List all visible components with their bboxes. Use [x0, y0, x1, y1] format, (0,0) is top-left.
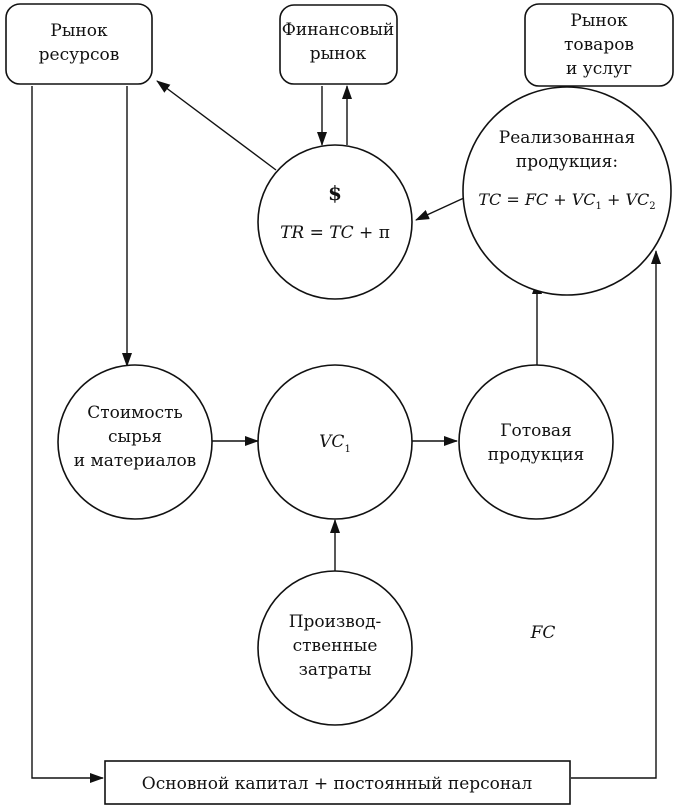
raw-materials-line3: и материалов — [74, 451, 197, 471]
financial-market-line2: рынок — [310, 44, 367, 64]
fixed-capital-label: Основной капитал + постоянный персонал — [142, 774, 533, 794]
fc-label: FC — [530, 623, 556, 643]
goods-market-box: Рынок товаров и услуг — [524, 3, 674, 87]
goods-market-line2: товаров — [564, 35, 634, 55]
resource-market-line1: Рынок — [50, 21, 108, 41]
goods-market-line3: и услуг — [566, 59, 632, 79]
production-costs-circle: Производ- ственные затраты — [257, 570, 413, 726]
production-costs-line3: затраты — [299, 660, 372, 680]
finished-goods-line1: Готовая — [500, 421, 572, 441]
finished-goods-line2: продукция — [488, 445, 585, 465]
resource-market-box: Рынок ресурсов — [5, 3, 153, 85]
sold-products-line1: Реализованная — [499, 128, 636, 148]
goods-market-line1: Рынок — [570, 11, 628, 31]
arrow-money-to-resource-market — [156, 80, 277, 171]
connectors — [31, 80, 661, 783]
financial-market-box: Финансовый рынок — [279, 4, 398, 85]
sold-products-line2: продукция: — [516, 152, 618, 172]
finished-goods-circle: Готовая продукция — [458, 364, 614, 520]
vc1-label: VC1 — [319, 432, 351, 455]
sold-products-circle: Реализованная продукция: TC = FC + VC1 +… — [462, 86, 672, 296]
money-equation: TR = TC + π — [280, 223, 390, 243]
resource-market-line2: ресурсов — [39, 45, 120, 65]
arrow-fixed-capital-to-sold-products — [571, 250, 661, 779]
raw-materials-circle: Стоимость сырья и материалов — [57, 364, 213, 520]
money-circle: $ TR = TC + π — [257, 144, 413, 300]
financial-market-line1: Финансовый — [282, 20, 394, 40]
raw-materials-line2: сырья — [108, 427, 162, 447]
arrow-resource-market-to-fixed-capital — [31, 86, 104, 783]
raw-materials-line1: Стоимость — [87, 403, 183, 423]
fixed-capital-box: Основной капитал + постоянный персонал — [104, 760, 571, 805]
sold-products-formula: TC = FC + VC1 + VC2 — [478, 190, 655, 212]
production-costs-line1: Производ- — [289, 612, 382, 632]
vc1-circle: VC1 — [257, 364, 413, 520]
production-costs-line2: ственные — [293, 636, 378, 656]
dollar-sign: $ — [328, 181, 342, 205]
